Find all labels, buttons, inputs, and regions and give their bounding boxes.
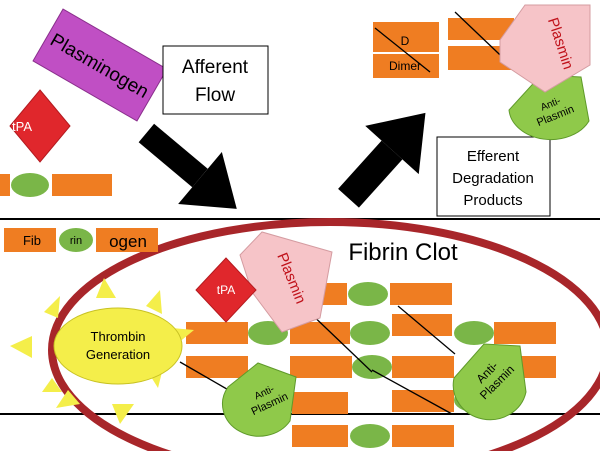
afferent-line2: Flow xyxy=(195,85,235,106)
efferent-arrow xyxy=(338,112,426,208)
rin-label: rin xyxy=(70,235,82,247)
plasmin-clot: Plasmin xyxy=(239,231,333,333)
afferent-arrow xyxy=(138,123,237,209)
tpa-top: tPA xyxy=(9,89,71,163)
afferent-line1: Afferent xyxy=(182,57,249,78)
thrombin-sun: Thrombin Generation xyxy=(10,278,194,424)
antiplasmin-right: Anti- Plasmin xyxy=(452,343,527,421)
d-dimer-line1: D xyxy=(401,34,410,48)
efferent-line2: Degradation xyxy=(452,170,534,187)
efferent-box: Efferent Degradation Products xyxy=(436,136,551,217)
tpa-clot-label: tPA xyxy=(217,283,235,297)
antiplasmin-top: Anti- Plasmin xyxy=(508,74,590,141)
tpa-top-label: tPA xyxy=(12,119,32,134)
fibrinogen-chain-1 xyxy=(0,173,112,197)
fibrinogen-chain-2: Fib rin ogen xyxy=(4,228,158,252)
plasminogen: Plasminogen xyxy=(32,8,168,122)
efferent-line1: Efferent xyxy=(467,148,520,165)
dimer-fragments: D Dimer xyxy=(373,11,519,78)
ogen-label: ogen xyxy=(109,232,147,251)
plasmin-top: Plasmin xyxy=(499,4,591,93)
d-dimer-line2: Dimer xyxy=(389,59,421,73)
fibrin-clot-title: Fibrin Clot xyxy=(348,239,458,266)
tpa-clot: tPA xyxy=(195,257,257,323)
antiplasmin-left: Anti- Plasmin xyxy=(222,362,297,437)
efferent-line3: Products xyxy=(463,192,522,209)
thrombin-line2: Generation xyxy=(86,347,150,362)
fib-label: Fib xyxy=(23,233,41,248)
afferent-flow-box: Afferent Flow xyxy=(162,45,269,115)
thrombin-line1: Thrombin xyxy=(91,329,146,344)
fibrin-clot-ring xyxy=(48,218,600,456)
